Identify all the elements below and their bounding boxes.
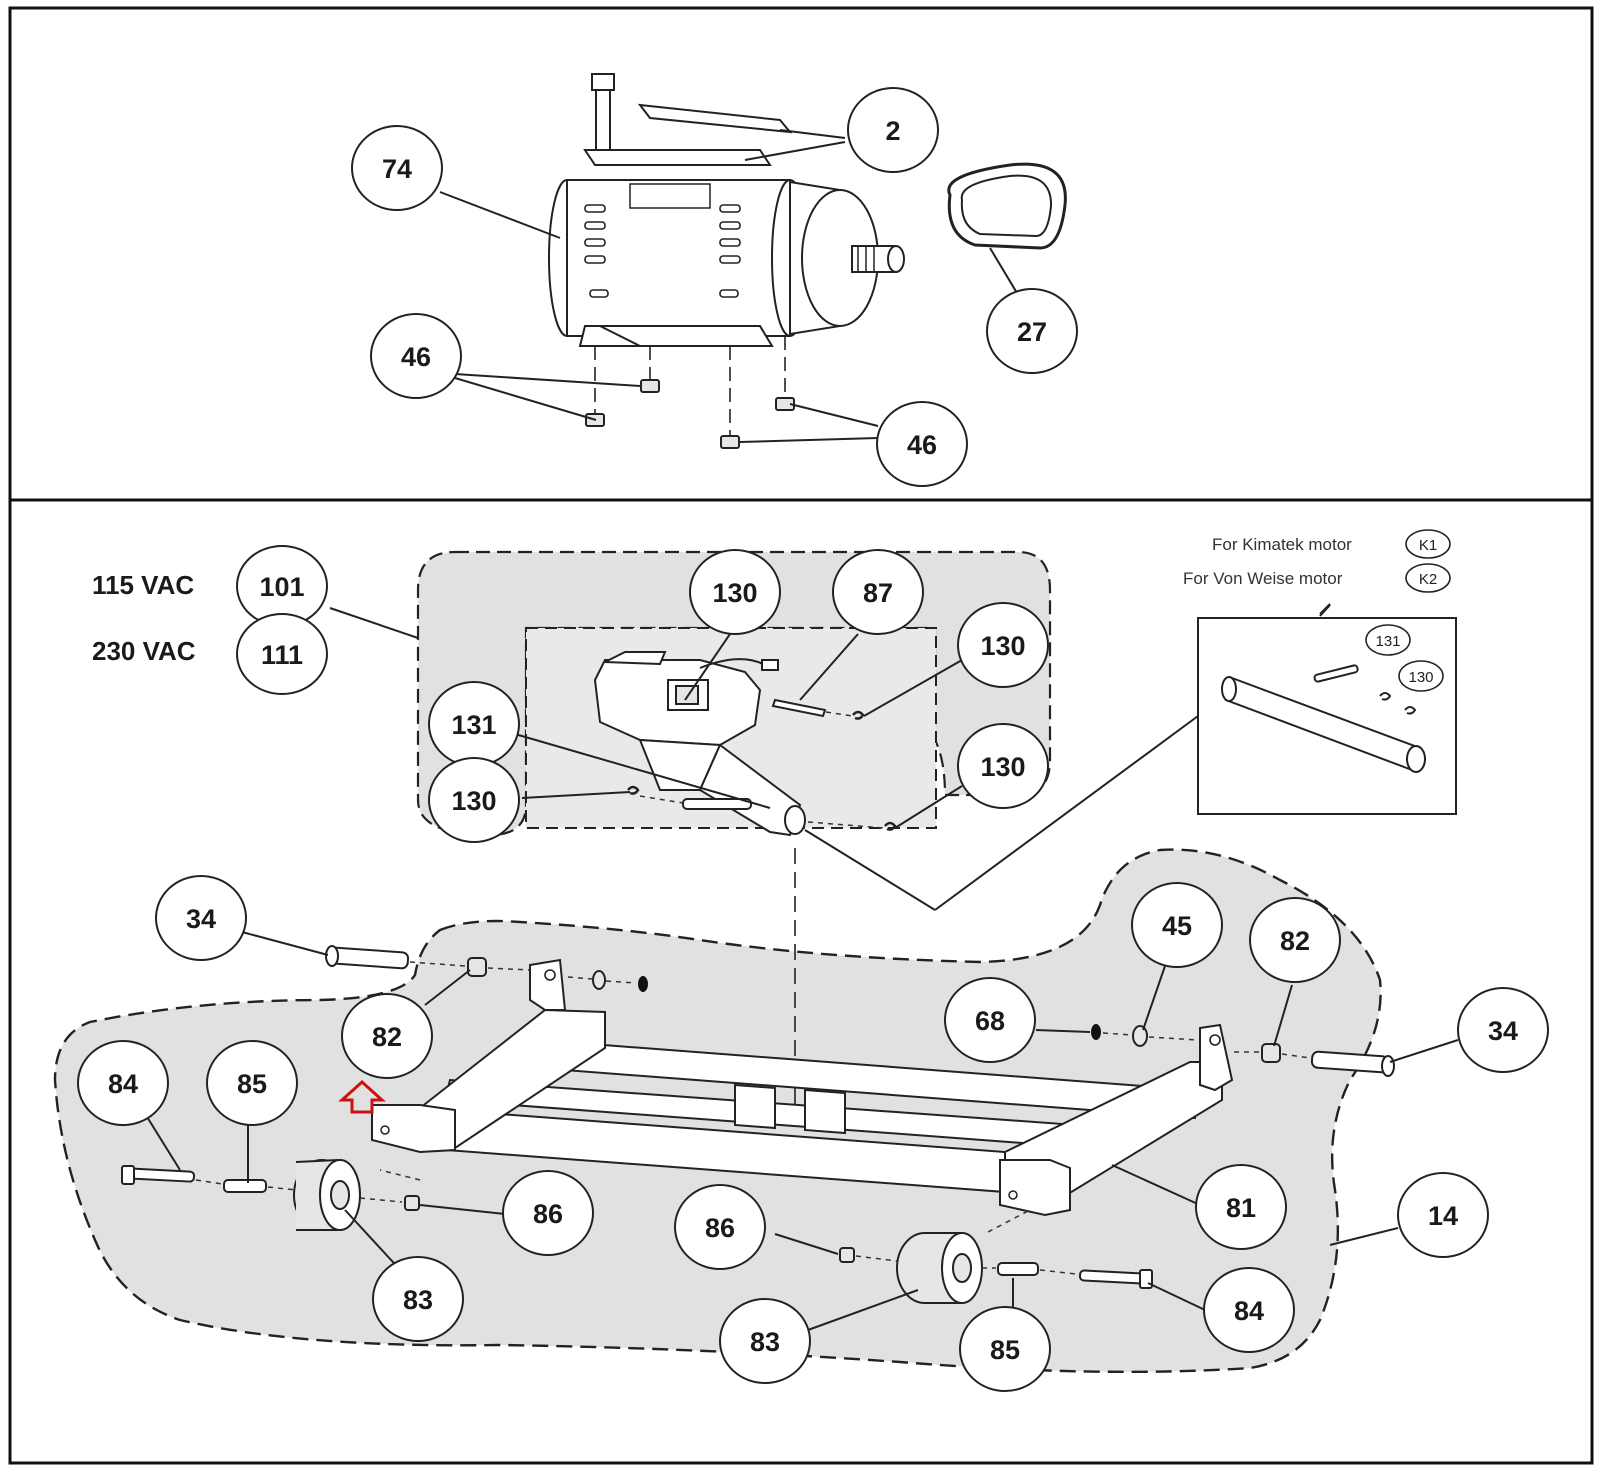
svg-text:34: 34: [1488, 1016, 1518, 1046]
svg-text:131: 131: [451, 710, 496, 740]
callout-131: 131: [428, 681, 520, 767]
k2-badge: K2: [1405, 563, 1451, 593]
svg-text:27: 27: [1017, 317, 1047, 347]
svg-text:82: 82: [1280, 926, 1310, 956]
svg-text:83: 83: [403, 1285, 433, 1315]
callout-111: 111: [236, 613, 328, 695]
svg-text:83: 83: [750, 1327, 780, 1357]
svg-text:81: 81: [1226, 1193, 1256, 1223]
voltage-230-label: 230 VAC: [92, 636, 196, 666]
inset-leader: [804, 715, 1199, 911]
svg-text:84: 84: [108, 1069, 138, 1099]
callout-83-left: 83: [372, 1256, 464, 1342]
incline-actuator: [593, 651, 897, 837]
callout-83-right: 83: [719, 1298, 811, 1384]
callout-86-right: 86: [674, 1184, 766, 1270]
svg-text:K1: K1: [1419, 537, 1437, 554]
motor-assembly: [548, 73, 905, 347]
k1-badge: K1: [1405, 529, 1451, 559]
svg-text:87: 87: [863, 578, 893, 608]
drive-belt: [947, 162, 1067, 250]
svg-text:82: 82: [372, 1022, 402, 1052]
svg-text:101: 101: [259, 572, 304, 602]
callout-81: 81: [1195, 1164, 1287, 1250]
red-arrow-icon: [338, 1079, 386, 1114]
motor-mount-hardware: [585, 336, 795, 449]
svg-text:K2: K2: [1419, 571, 1437, 588]
callout-74: 74: [351, 125, 443, 211]
base-frame: [371, 958, 1234, 1217]
callout-84-left: 84: [77, 1040, 169, 1126]
vonweise-note: For Von Weise motor: [1183, 569, 1343, 588]
callout-34-left: 34: [155, 875, 247, 961]
kimatek-note: For Kimatek motor: [1212, 535, 1352, 554]
inset-balloon-130: 130: [1398, 660, 1444, 692]
diagram-frame: [8, 6, 1594, 1465]
callout-27: 27: [986, 288, 1078, 374]
callout-130-right-lower: 130: [957, 723, 1049, 809]
svg-text:34: 34: [186, 904, 216, 934]
svg-text:86: 86: [705, 1213, 735, 1243]
callout-82-right: 82: [1249, 897, 1341, 983]
svg-text:46: 46: [907, 430, 937, 460]
svg-text:14: 14: [1428, 1201, 1458, 1231]
svg-text:130: 130: [1408, 669, 1433, 686]
bottom-leaders: [143, 604, 1459, 1338]
inset-balloon-131: 131: [1365, 624, 1411, 656]
svg-text:84: 84: [1234, 1296, 1264, 1326]
svg-text:131: 131: [1375, 633, 1400, 650]
svg-text:86: 86: [533, 1199, 563, 1229]
callout-130-right-upper: 130: [957, 602, 1049, 688]
callout-85-right: 85: [959, 1306, 1051, 1392]
svg-text:130: 130: [451, 786, 496, 816]
callout-85-left: 85: [206, 1040, 298, 1126]
svg-text:46: 46: [401, 342, 431, 372]
motor-kit-inset: [1197, 603, 1457, 815]
callout-82-left: 82: [341, 993, 433, 1079]
svg-text:85: 85: [990, 1335, 1020, 1365]
callout-68: 68: [944, 977, 1036, 1063]
svg-text:130: 130: [980, 631, 1025, 661]
callout-14: 14: [1397, 1172, 1489, 1258]
svg-text:74: 74: [382, 154, 412, 184]
callout-34-right: 34: [1457, 987, 1549, 1073]
svg-text:2: 2: [885, 116, 900, 146]
top-leaders: [439, 129, 1021, 443]
svg-text:45: 45: [1162, 911, 1192, 941]
callout-86-left: 86: [502, 1170, 594, 1256]
svg-text:111: 111: [261, 640, 303, 670]
callout-46-right: 46: [876, 401, 968, 487]
callout-84-right: 84: [1203, 1267, 1295, 1353]
svg-text:68: 68: [975, 1006, 1005, 1036]
callout-130-top: 130: [689, 549, 781, 635]
svg-text:85: 85: [237, 1069, 267, 1099]
left-hardware: [121, 945, 648, 1231]
voltage-115-label: 115 VAC: [92, 570, 194, 600]
callout-45: 45: [1131, 882, 1223, 968]
callout-87: 87: [832, 549, 924, 635]
callout-46-left: 46: [370, 313, 462, 399]
svg-text:130: 130: [712, 578, 757, 608]
callout-2: 2: [847, 87, 939, 173]
right-hardware: [839, 1024, 1395, 1304]
callout-130-left: 130: [428, 757, 520, 843]
svg-text:130: 130: [980, 752, 1025, 782]
